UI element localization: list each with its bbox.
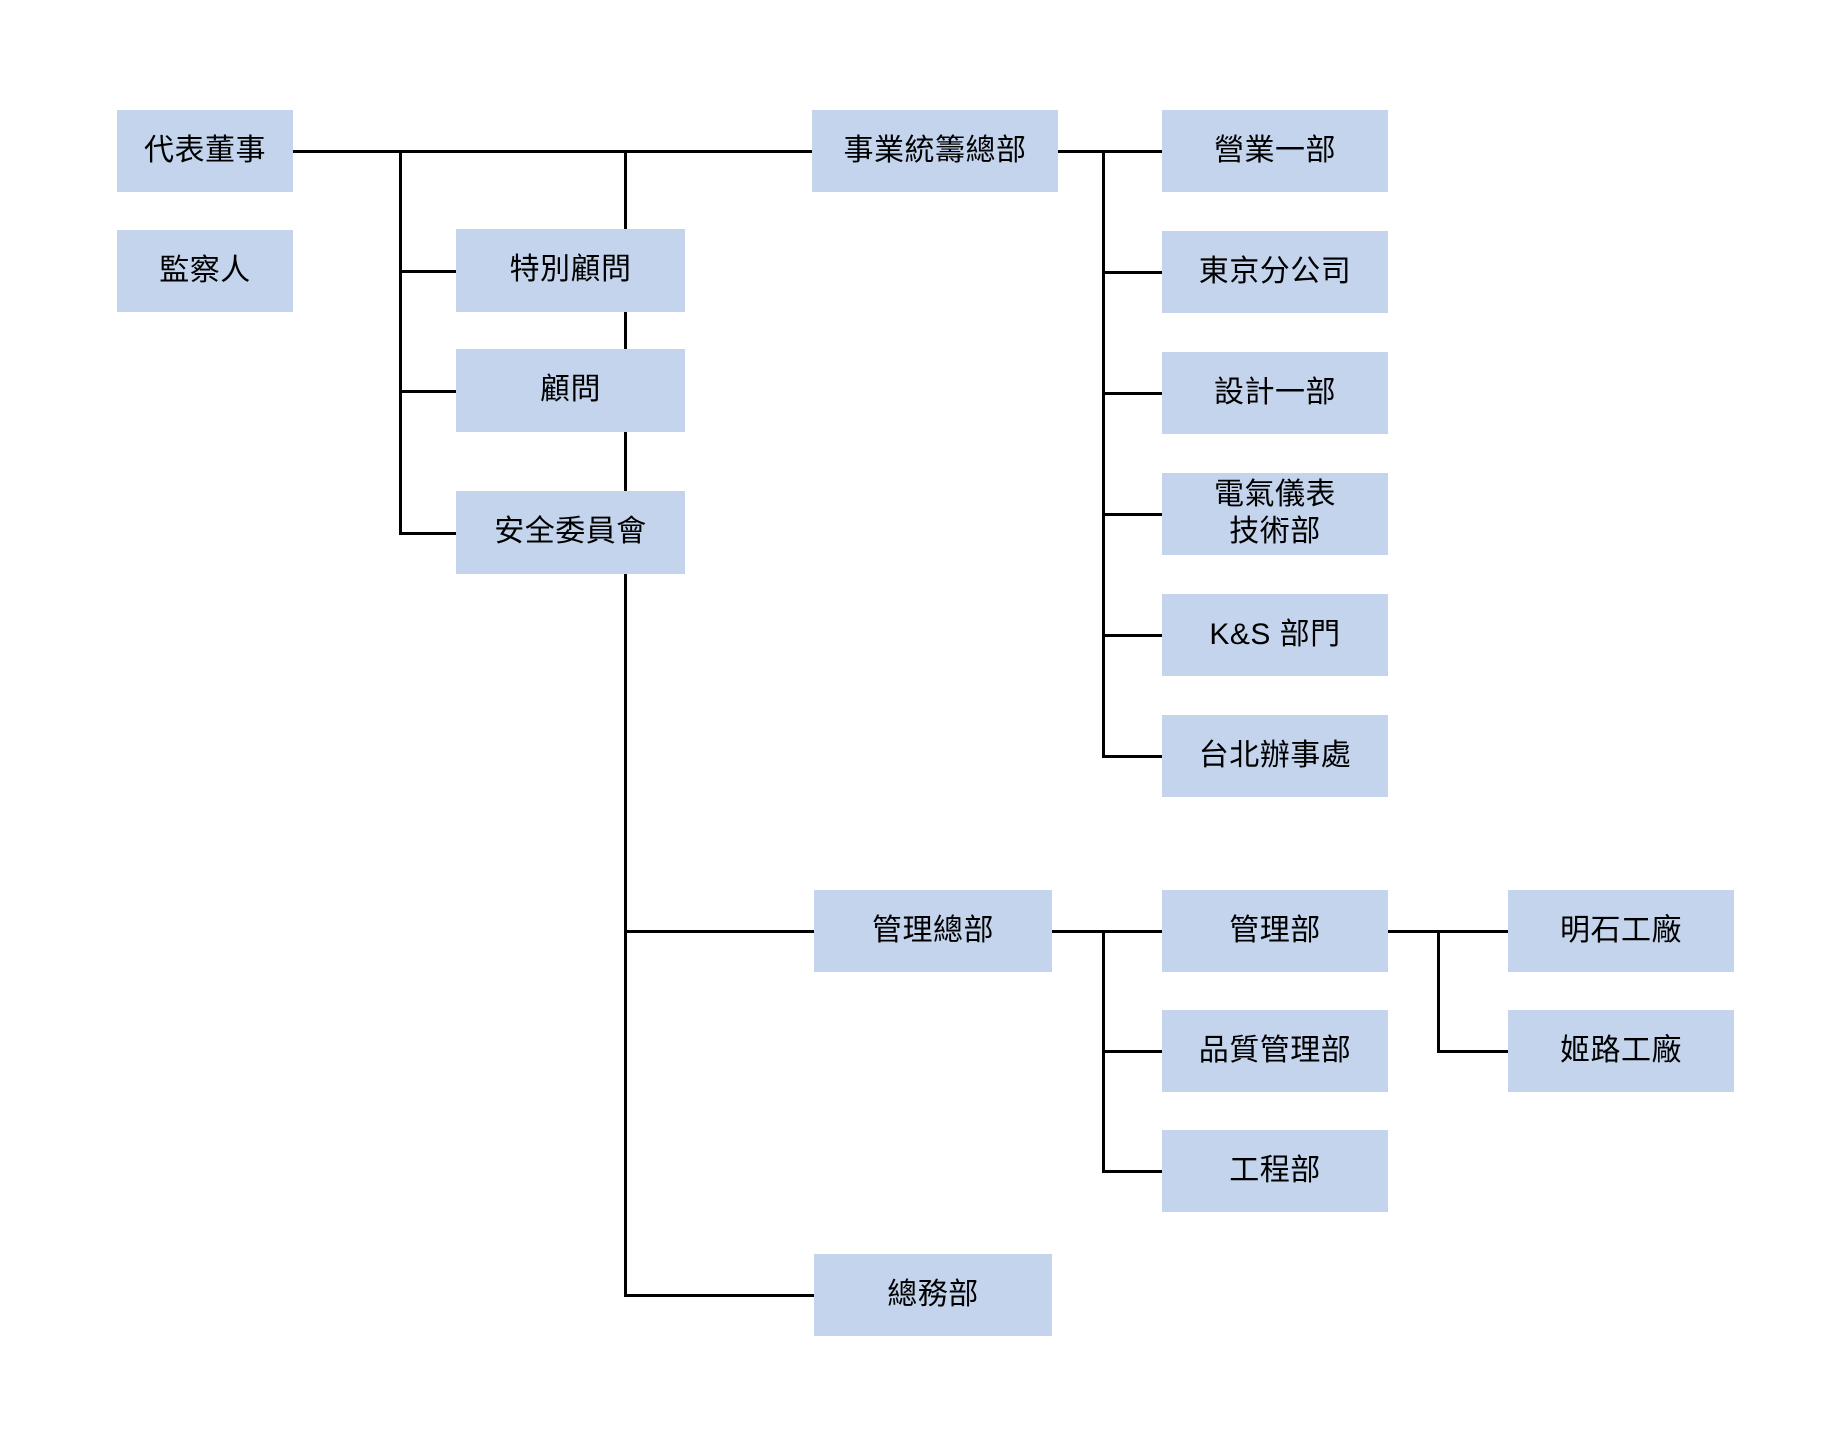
node-ks-division[interactable]: K&S 部門 [1162, 594, 1388, 676]
node-himeji-factory[interactable]: 姬路工廠 [1508, 1010, 1734, 1092]
line-to-administration-dept [1102, 930, 1162, 933]
line-to-engineering-dept [1102, 1170, 1162, 1173]
node-administration-hq[interactable]: 管理總部 [814, 890, 1052, 972]
node-advisor[interactable]: 顧問 [456, 349, 685, 432]
line-main-spine [624, 150, 627, 1297]
line-to-special-advisor [399, 270, 457, 273]
node-design-dept-1[interactable]: 設計一部 [1162, 352, 1388, 434]
line-spine-to-business-hq [624, 150, 812, 153]
line-to-quality-control-dept [1102, 1050, 1162, 1053]
node-special-advisor[interactable]: 特別顧問 [456, 229, 685, 312]
node-representative-director[interactable]: 代表董事 [117, 110, 293, 192]
node-auditor[interactable]: 監察人 [117, 230, 293, 312]
node-akashi-factory[interactable]: 明石工廠 [1508, 890, 1734, 972]
node-tokyo-branch[interactable]: 東京分公司 [1162, 231, 1388, 313]
line-director-to-spine [293, 150, 627, 153]
node-safety-committee[interactable]: 安全委員會 [456, 491, 685, 574]
node-engineering-dept[interactable]: 工程部 [1162, 1130, 1388, 1212]
line-to-tokyo-branch [1102, 271, 1162, 274]
line-factories-spine [1437, 930, 1440, 1052]
node-business-hq[interactable]: 事業統籌總部 [812, 110, 1058, 192]
line-to-taipei-office [1102, 755, 1162, 758]
node-quality-control-dept[interactable]: 品質管理部 [1162, 1010, 1388, 1092]
line-to-design-dept-1 [1102, 392, 1162, 395]
line-to-himeji-factory [1437, 1050, 1508, 1053]
node-general-affairs-dept[interactable]: 總務部 [814, 1254, 1052, 1336]
node-electrical-instrument-tech-dept[interactable]: 電氣儀表 技術部 [1162, 473, 1388, 555]
line-advisory-spine [399, 150, 402, 535]
line-to-safety-committee [399, 532, 457, 535]
line-spine-to-general-affairs-dept [624, 1294, 814, 1297]
line-to-ks-division [1102, 634, 1162, 637]
node-sales-dept-1[interactable]: 營業一部 [1162, 110, 1388, 192]
line-to-akashi-factory [1437, 930, 1508, 933]
node-administration-dept[interactable]: 管理部 [1162, 890, 1388, 972]
node-taipei-office[interactable]: 台北辦事處 [1162, 715, 1388, 797]
line-to-sales-dept-1 [1102, 150, 1162, 153]
line-to-advisor [399, 390, 457, 393]
line-to-electrical-tech-dept [1102, 513, 1162, 516]
line-business-children-spine [1102, 150, 1105, 757]
line-spine-to-administration-hq [624, 930, 814, 933]
